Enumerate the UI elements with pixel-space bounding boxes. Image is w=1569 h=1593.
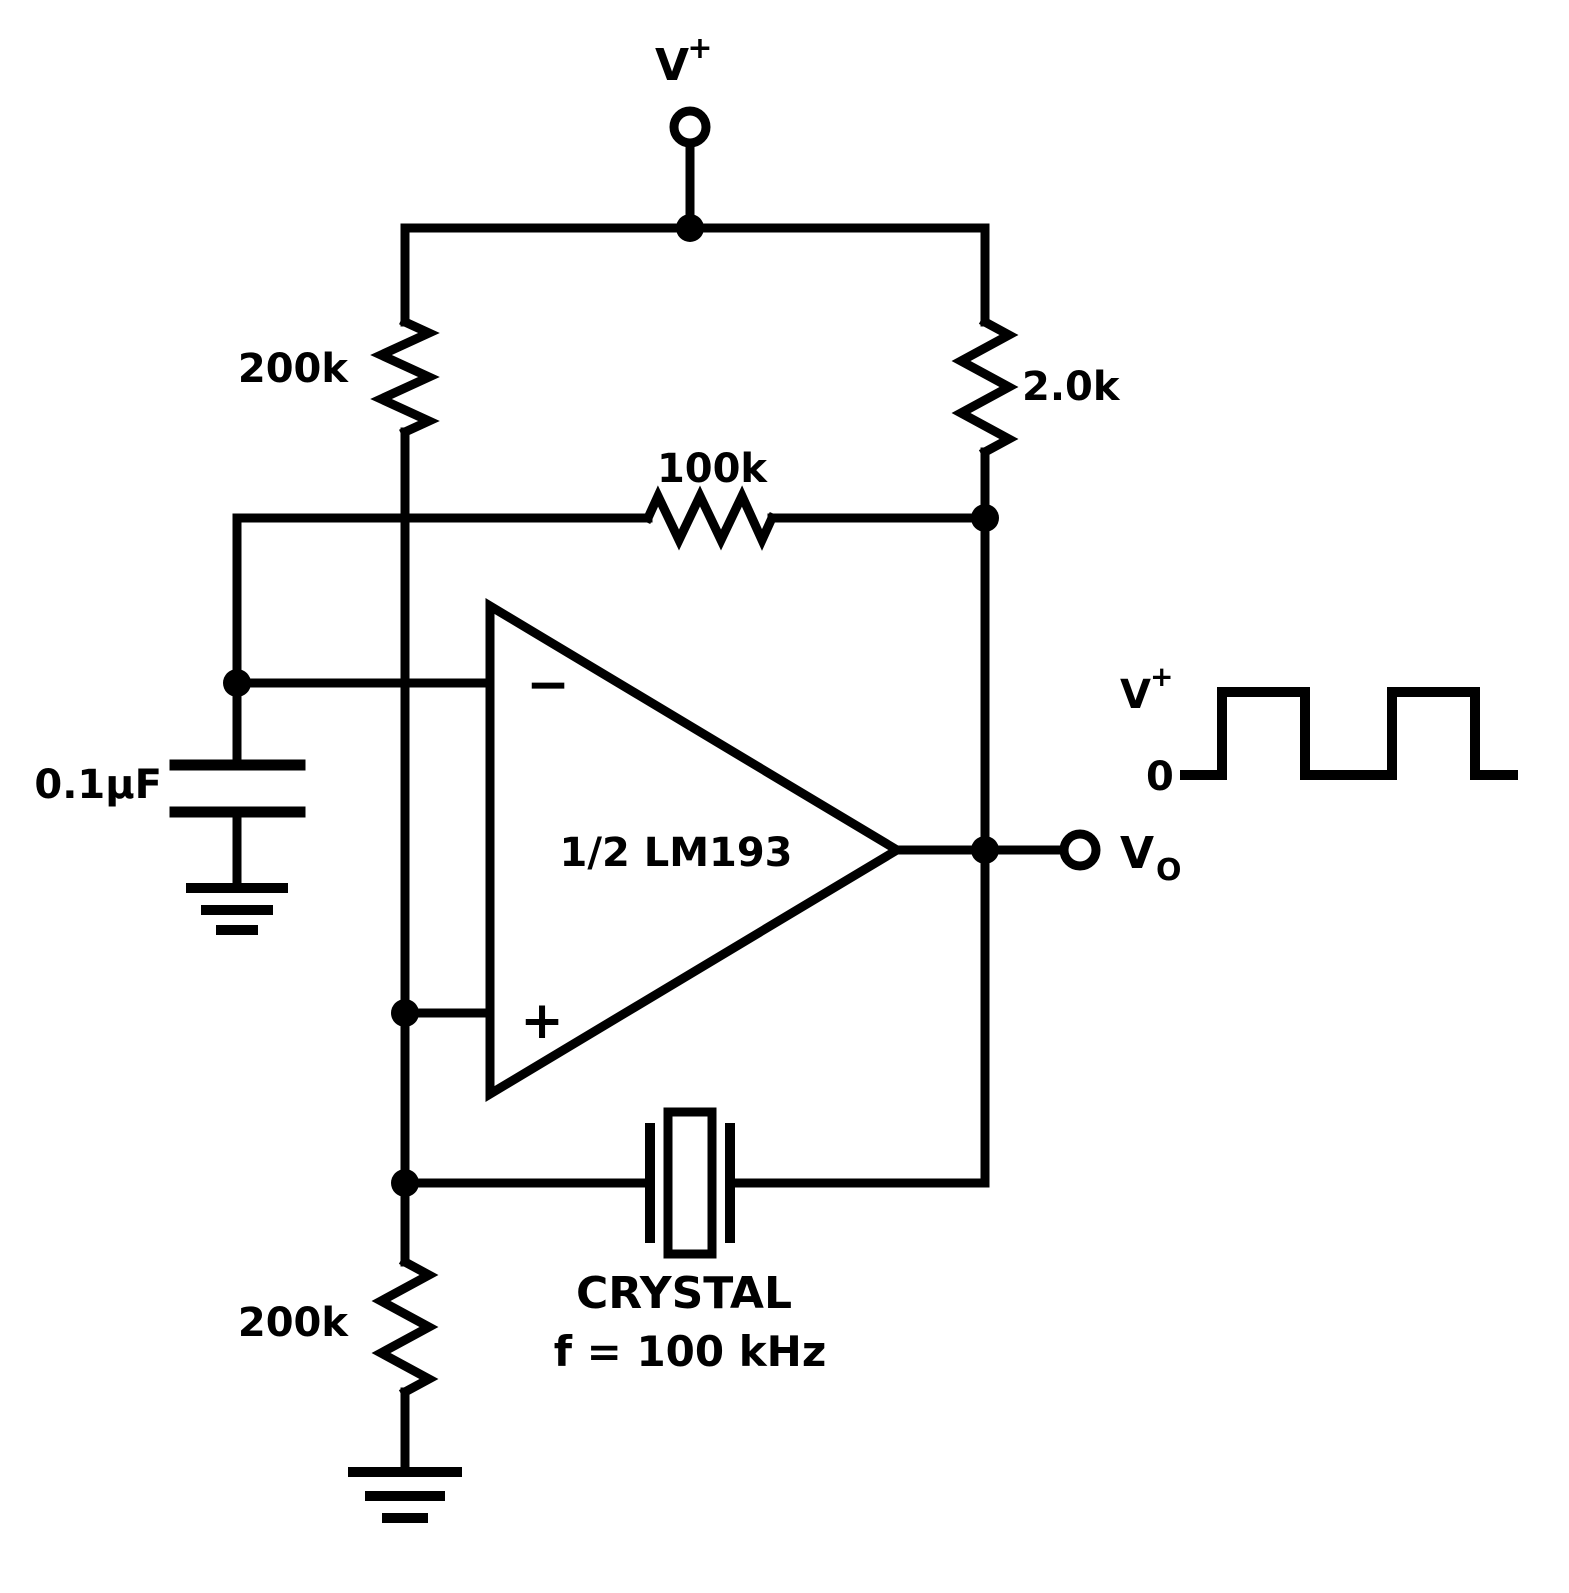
junction-output-node (971, 836, 999, 864)
crystal-body (663, 1107, 717, 1259)
junction-noninverting-node (391, 999, 419, 1027)
crystal-title-label: CRYSTAL (576, 1268, 792, 1319)
resistor-2k-pullup-symbol (951, 315, 1019, 459)
resistor-2k-pullup-label: 2.0k (1022, 364, 1121, 410)
resistor-200k-bottom-symbol (371, 1255, 439, 1399)
output-label: V (1120, 828, 1154, 879)
output-waveform (1180, 687, 1518, 780)
waveform-high-label: V (1120, 672, 1151, 718)
junction-inverting-node (223, 669, 251, 697)
resistor-200k-top-label: 200k (238, 346, 349, 392)
opamp-part-label: 1/2 LM193 (560, 830, 793, 876)
resistor-200k-top-symbol (370, 316, 440, 438)
supply-label: V (655, 40, 689, 91)
capacitor-label: 0.1µF (34, 762, 162, 808)
opamp-triangle (485, 598, 906, 1102)
opamp-noninverting-sign: + (520, 991, 564, 1051)
supply-superscript: + (687, 31, 712, 66)
opamp-inverting-sign: − (526, 655, 570, 715)
resistor-100k-feedback-symbol (642, 485, 778, 551)
junction-feedback-pullup (971, 504, 999, 532)
output-subscript: O (1156, 853, 1182, 888)
waveform-high-superscript: + (1150, 660, 1173, 693)
supply-terminal (669, 106, 711, 148)
junction-supply-rail (676, 214, 704, 242)
resistor-100k-feedback-label: 100k (657, 446, 768, 492)
waveform-zero-label: 0 (1146, 754, 1174, 800)
junction-crystal-node (391, 1169, 419, 1197)
resistor-200k-bottom-label: 200k (238, 1300, 349, 1346)
crystal-frequency-label: f = 100 kHz (554, 1327, 827, 1376)
output-terminal (1059, 829, 1101, 871)
